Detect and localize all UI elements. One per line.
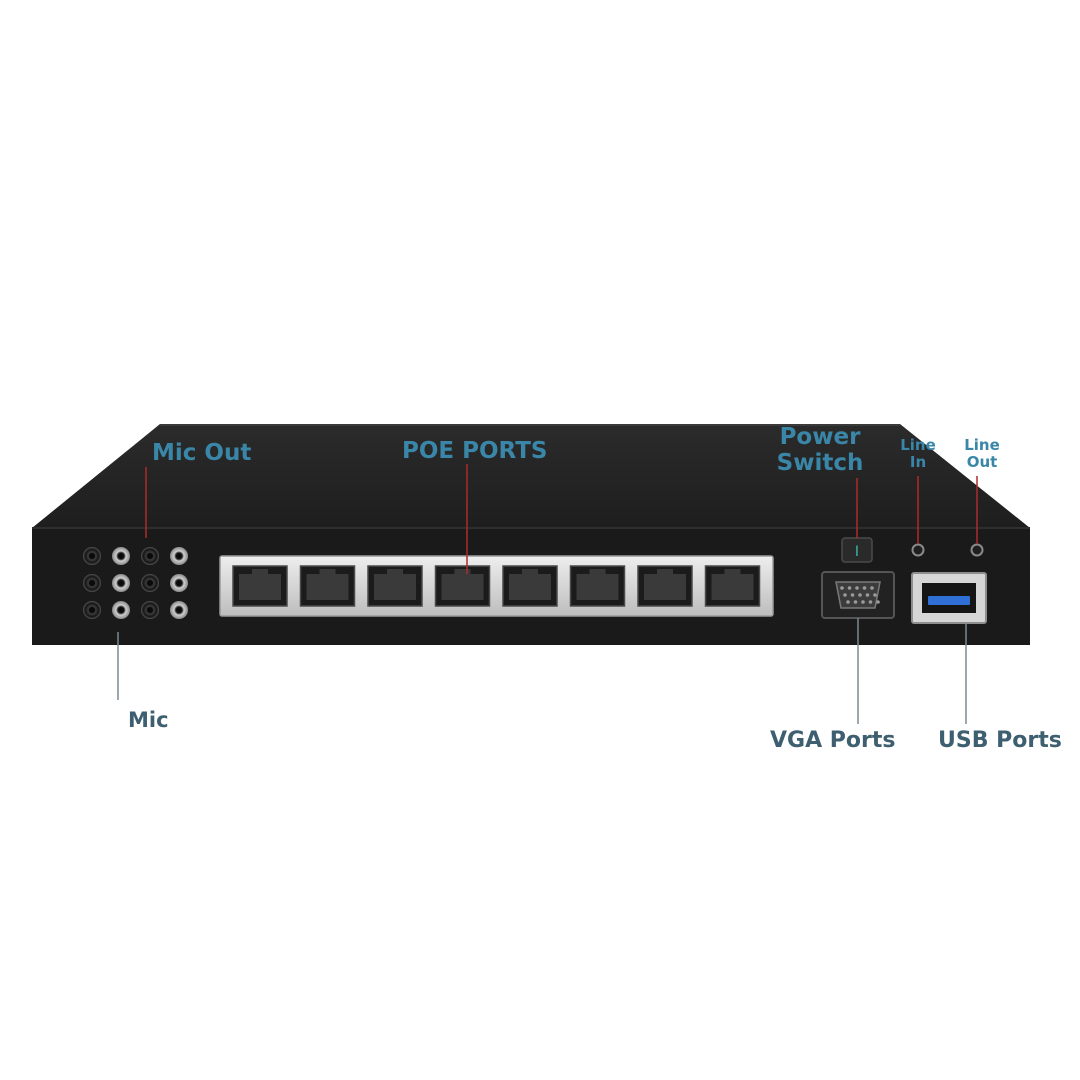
poe-port-socket: [374, 574, 416, 600]
poe-ports-label: POE PORTS: [402, 438, 548, 464]
vga-pin: [870, 586, 874, 590]
line-in-label-line-1: Line: [900, 436, 936, 454]
vga-pin: [876, 600, 880, 604]
poe-port-socket: [509, 574, 551, 600]
poe-port-latch-slot: [657, 569, 673, 576]
vga-pin: [865, 593, 870, 597]
usb-ports-label: USB Ports: [938, 728, 1062, 753]
vga-pin: [847, 586, 852, 590]
audio-jack-hole: [118, 607, 124, 613]
poe-port-socket: [644, 574, 686, 600]
vga-pin: [868, 600, 873, 604]
audio-jack-hole: [89, 553, 95, 559]
vga-pin: [855, 586, 859, 590]
audio-jack-hole: [118, 580, 124, 586]
audio-jack-hole: [176, 553, 182, 559]
poe-port-socket: [306, 574, 349, 600]
device-top-surface: [32, 424, 1030, 528]
poe-port-socket: [711, 574, 754, 600]
poe-port-bezel: [219, 555, 774, 617]
poe-port-latch-slot: [724, 569, 741, 576]
vga-pin: [873, 593, 877, 597]
vga-pin: [861, 600, 865, 604]
line-out-label-line-1: Line: [964, 436, 1000, 454]
poe-port-latch-slot: [522, 569, 538, 576]
line-in-label-line-2: In: [909, 453, 927, 472]
audio-jack-hole: [176, 607, 182, 613]
poe-port-socket: [239, 574, 281, 600]
poe-port-latch-slot: [454, 569, 471, 576]
power-switch-label-line-1: Power: [779, 424, 861, 450]
audio-jack-hole: [147, 580, 153, 586]
vga-pin: [862, 586, 867, 590]
audio-jack-hole: [118, 553, 124, 559]
power-switch-label-line-2: Switch: [776, 450, 864, 477]
poe-port-latch-slot: [387, 569, 403, 576]
poe-port-latch-slot: [589, 569, 606, 576]
usb-port-tongue: [928, 596, 970, 605]
line-out-label-line-2: Out: [966, 453, 998, 472]
mic-in-label: Mic: [128, 708, 169, 732]
line-out-label: Line Out: [958, 436, 1006, 472]
audio-jack-hole: [147, 553, 153, 559]
vga-pin: [858, 593, 862, 597]
power-switch-mark: I: [855, 544, 859, 560]
audio-jack-hole: [89, 580, 95, 586]
poe-port-latch-slot: [252, 569, 268, 576]
vga-pin: [853, 600, 858, 604]
mic-out-label: Mic Out: [152, 440, 252, 466]
vga-pin: [843, 593, 847, 597]
power-switch-label: Power Switch: [776, 424, 864, 477]
vga-pin: [840, 586, 844, 590]
line-out-jack[interactable]: [970, 543, 984, 557]
vga-pin: [846, 600, 850, 604]
audio-jack-grid: [83, 547, 188, 619]
audio-jack-hole: [147, 607, 153, 613]
poe-port-socket: [576, 574, 619, 600]
poe-port-latch-slot: [319, 569, 336, 576]
audio-jack-hole: [89, 607, 95, 613]
poe-port-socket: [441, 574, 484, 600]
line-in-label: Line In: [896, 436, 940, 472]
vga-pin-group: [840, 586, 880, 604]
poe-port-group: [232, 565, 761, 607]
line-in-jack[interactable]: [911, 543, 925, 557]
vga-ports-label: VGA Ports: [770, 728, 896, 753]
vga-pin: [850, 593, 855, 597]
audio-jack-hole: [176, 580, 182, 586]
